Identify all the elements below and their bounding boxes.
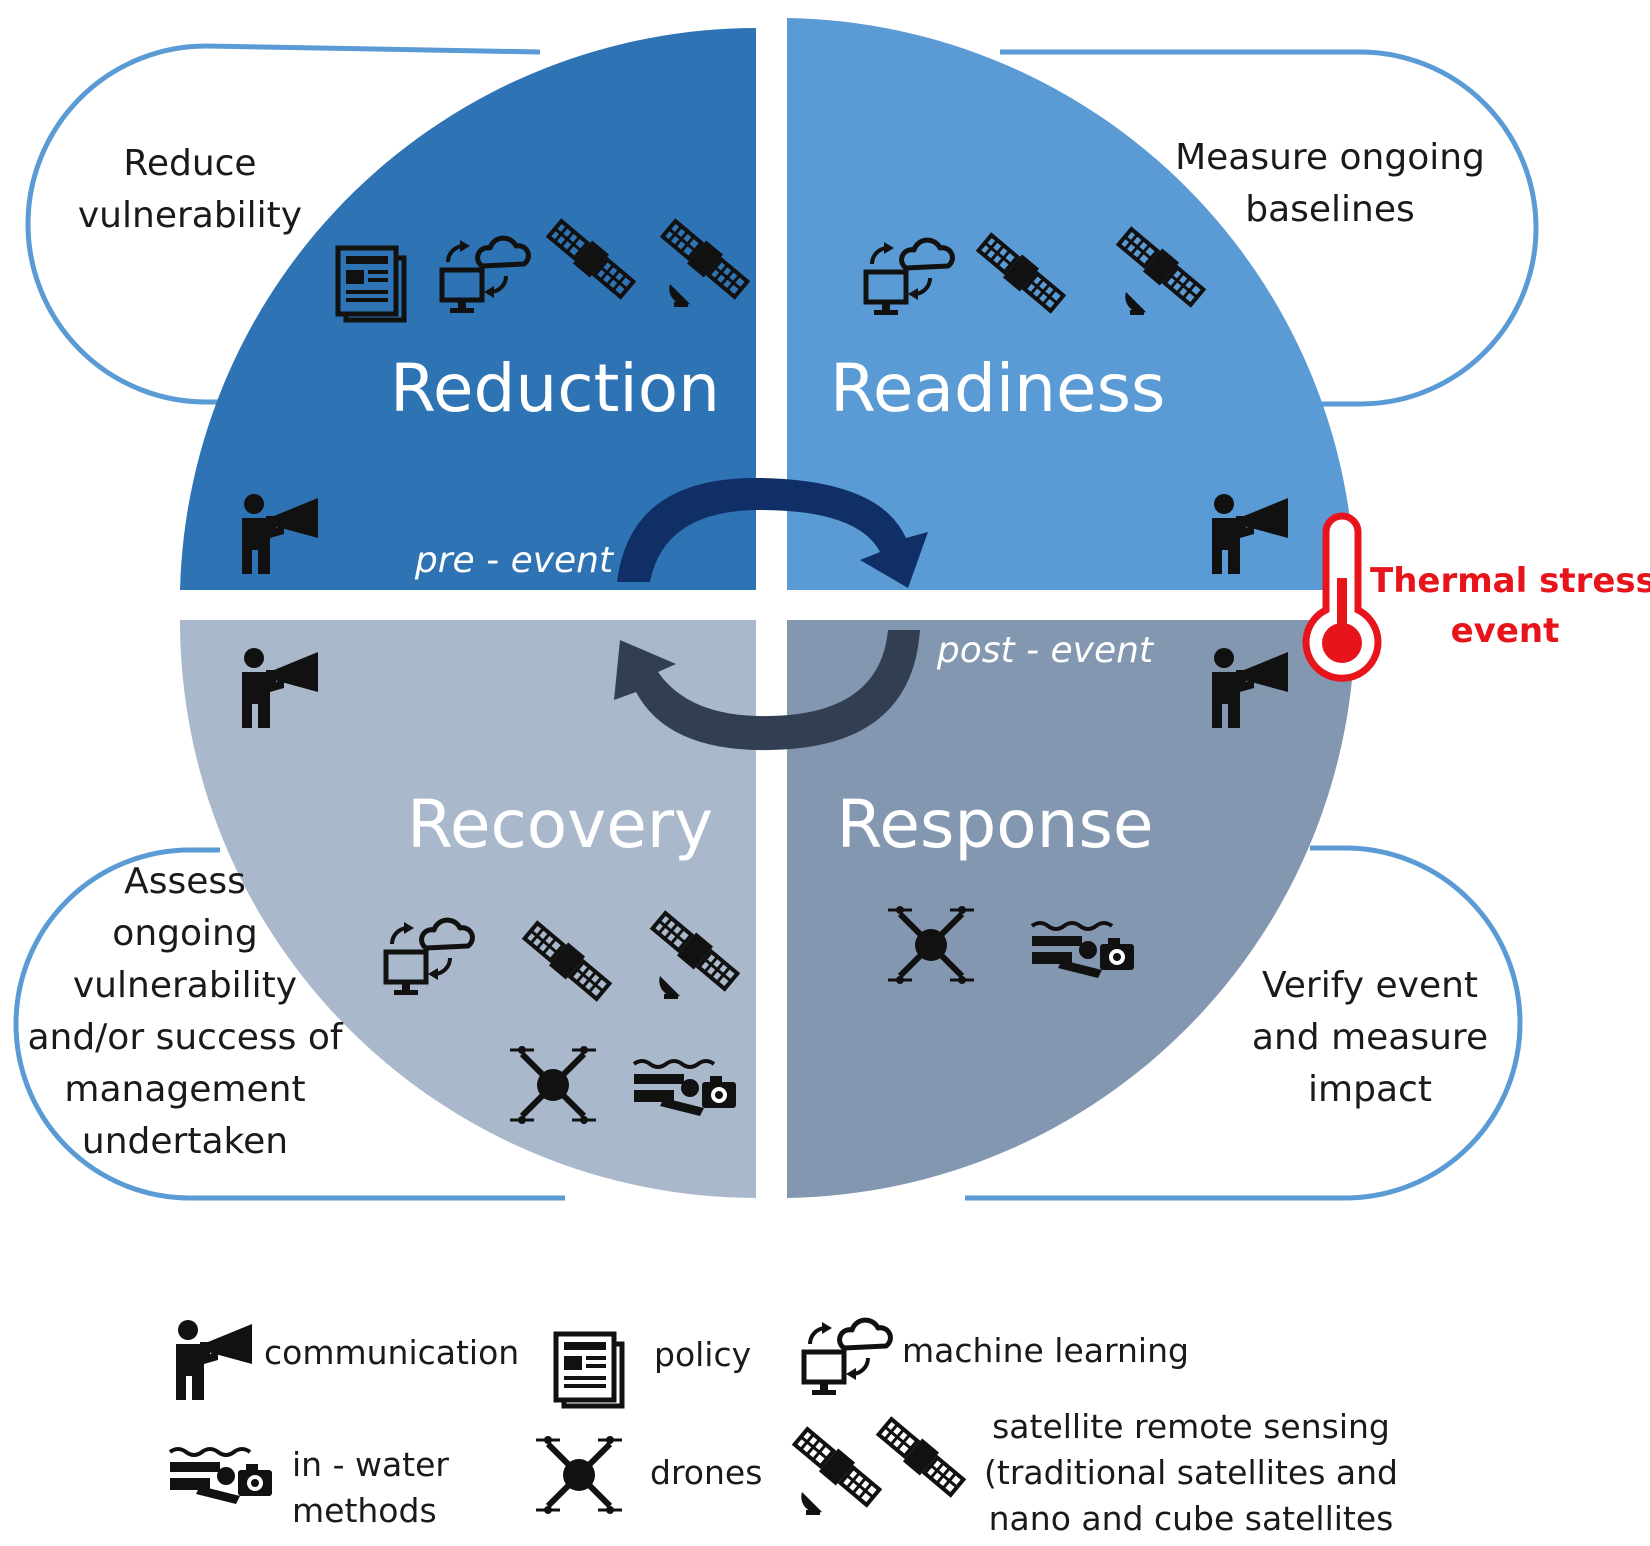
legend-machine-learning-icon — [804, 1320, 890, 1395]
legend-communication-icon — [176, 1320, 252, 1400]
response-title: Response — [836, 786, 1154, 863]
legend-drones-label: drones — [650, 1453, 763, 1492]
pre-event-label: pre - event — [414, 540, 614, 581]
legend-policy-icon — [556, 1334, 622, 1406]
reduction-quadrant — [180, 27, 757, 606]
pre-event-arrow — [617, 477, 928, 588]
legend-in-water-methods-icon — [168, 1447, 274, 1506]
response-bubble — [965, 845, 1523, 1201]
legend-satellite-icon — [791, 1425, 882, 1515]
legend-nano-satellite-icon — [873, 1413, 969, 1501]
readiness-title: Readiness — [830, 350, 1166, 427]
legend-policy-label: policy — [654, 1335, 752, 1374]
readiness-quadrant — [787, 18, 1355, 590]
readiness-bubble — [1000, 49, 1539, 407]
legend-satellite-label: satellite remote sensing(traditional sat… — [984, 1407, 1398, 1538]
recovery-title: Recovery — [406, 786, 714, 863]
recovery-bubble — [13, 847, 565, 1201]
thermometer-icon — [1302, 512, 1382, 682]
post-event-label: post - event — [936, 630, 1154, 671]
response-quadrant — [787, 620, 1356, 1198]
legend-communication-label: communication — [264, 1333, 520, 1372]
legend-drone-icon — [536, 1436, 622, 1514]
legend-machine-learning-label: machine learning — [902, 1331, 1189, 1370]
post-event-arrow — [614, 630, 920, 751]
recovery-quadrant — [179, 620, 758, 1198]
reduction-bubble — [25, 43, 541, 405]
reduction-title: Reduction — [390, 350, 720, 427]
